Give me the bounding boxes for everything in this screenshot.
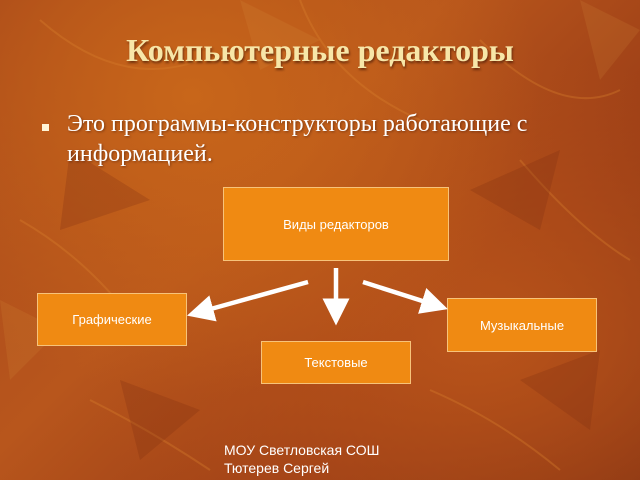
arrow-to-music	[362, 279, 448, 314]
footer-school: МОУ Светловская СОШ	[224, 442, 380, 458]
footer-credits: МОУ Светловская СОШ Тютерев Сергей	[224, 441, 379, 477]
footer-author: Тютерев Сергей	[224, 460, 330, 476]
slide-title: Компьютерные редакторы	[126, 32, 514, 68]
bullet-text: Это программы-конструкторы работающие с …	[67, 111, 528, 167]
arrow-to-graphic	[186, 279, 309, 322]
diagram-box-graphic: Графические	[37, 293, 187, 346]
diagram-box-text: Текстовые	[261, 341, 411, 384]
diagram-root-box: Виды редакторов	[223, 187, 449, 261]
diagram-box-music: Музыкальные	[447, 298, 597, 352]
bullet-marker	[42, 124, 49, 131]
